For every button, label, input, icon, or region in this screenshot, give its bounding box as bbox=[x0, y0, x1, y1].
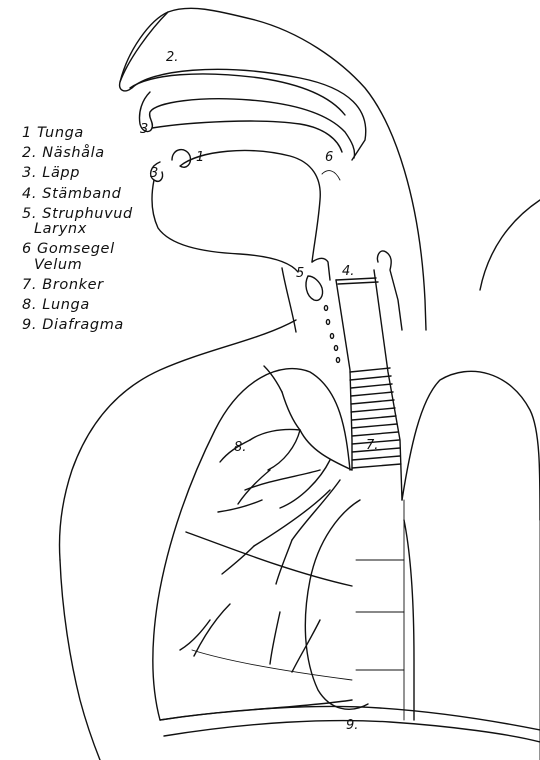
legend-item-4: 4. Stämband bbox=[22, 187, 172, 202]
legend-item-5-sub: Larynx bbox=[22, 221, 87, 237]
legend-item-9: 9. Diafragma bbox=[22, 318, 172, 333]
mediastinum-lines bbox=[356, 560, 404, 670]
velum-detail bbox=[322, 171, 340, 180]
marker-velum: 6 bbox=[325, 150, 333, 165]
legend-item-7: 7. Bronker bbox=[22, 278, 172, 293]
marker-nasal-cavity: 2. bbox=[166, 50, 178, 65]
legend-item-8: 8. Lunga bbox=[22, 298, 172, 313]
legend-item-1: 1 Tunga bbox=[22, 126, 172, 141]
body-left-bottom bbox=[60, 560, 100, 760]
palate bbox=[152, 121, 342, 152]
legend-list: 1 Tunga 2. Näshåla 3. Läpp 4. Stämband 5… bbox=[22, 126, 172, 338]
neck-front bbox=[282, 268, 296, 332]
lung-upper-lobe-line bbox=[186, 532, 352, 586]
trachea-left bbox=[336, 280, 352, 470]
marker-vocal-cords: 4. bbox=[342, 264, 354, 279]
nasal-cavity-roof bbox=[130, 74, 345, 115]
marker-lip-upper: 3 bbox=[140, 122, 148, 137]
marker-lip-lower: 3 bbox=[150, 166, 158, 181]
back-right bbox=[480, 200, 540, 290]
shoulder-left bbox=[60, 320, 297, 560]
legend-item-6-sub: Velum bbox=[22, 257, 82, 273]
jaw-line bbox=[152, 180, 298, 272]
marker-bronchi: 7. bbox=[366, 438, 378, 453]
marker-lung: 8. bbox=[234, 440, 246, 455]
bronchial-tree bbox=[180, 366, 352, 672]
lung-right bbox=[402, 371, 540, 520]
larynx-dots bbox=[324, 306, 339, 363]
marker-larynx: 5 bbox=[296, 266, 304, 281]
marker-diaphragm: 9. bbox=[346, 718, 358, 733]
legend-item-2: 2. Näshåla bbox=[22, 146, 172, 161]
tracheal-rings bbox=[350, 368, 401, 468]
vocal-cord-line-2 bbox=[338, 282, 378, 284]
lung-right-inner bbox=[404, 520, 414, 720]
marker-tongue: 1 bbox=[196, 150, 204, 165]
tongue bbox=[172, 150, 320, 262]
larynx-shape bbox=[306, 276, 323, 300]
pharynx-wall bbox=[312, 258, 330, 280]
